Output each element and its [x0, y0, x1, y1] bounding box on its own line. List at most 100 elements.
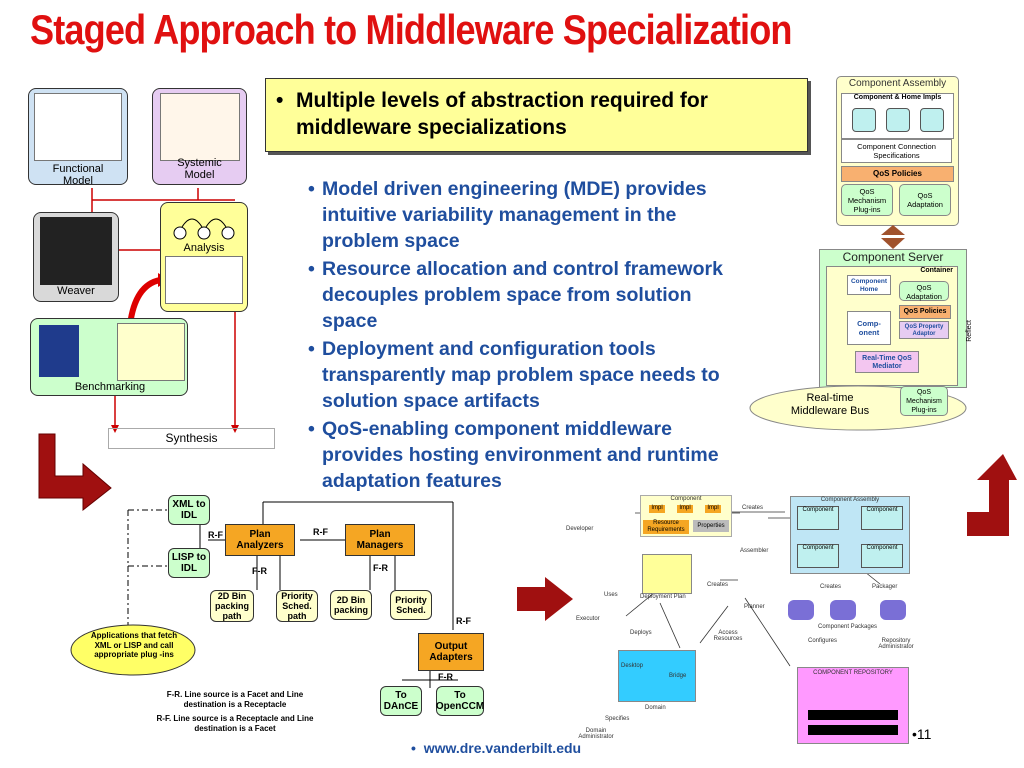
- desktop-label: Desktop: [621, 663, 644, 669]
- bullet-item: •Resource allocation and control framewo…: [308, 258, 723, 332]
- repo-slot: [808, 710, 898, 720]
- impl-box: Impl: [677, 505, 693, 513]
- qos-adaptation-box: QoS Adaptation: [899, 184, 951, 216]
- functional-model-box: Functional Model: [28, 88, 128, 187]
- planner-connectors: [127, 501, 458, 688]
- chart-icon: [39, 325, 79, 377]
- reflect-label: Reflect: [966, 320, 973, 342]
- repoadmin-label: Repository Administrator: [878, 638, 914, 650]
- repo-slot: [808, 725, 898, 735]
- model-diagram-image: [159, 93, 240, 161]
- container-box: Container Component Home QoS Adaptation …: [826, 266, 958, 386]
- bridge-label: Bridge: [669, 673, 687, 679]
- deploy-assembly-box: Component Assembly Component Component C…: [790, 496, 910, 574]
- analysis-label: Analysis: [183, 242, 225, 254]
- qos-policies-box: QoS Policies: [899, 305, 951, 319]
- plan-managers-box: Plan Managers: [345, 524, 415, 556]
- output-adapters-box: Output Adapters: [418, 633, 484, 671]
- configures-label: Configures: [808, 638, 838, 644]
- bullet-dot: •: [276, 89, 284, 112]
- component-label: Component: [670, 496, 702, 502]
- plan-analyzers-box: Plan Analyzers: [225, 524, 295, 556]
- component-assembly-panel: Component Assembly Component & Home Impl…: [836, 76, 959, 226]
- legend-fr: F-R. Line source is a Facet and Line des…: [166, 690, 304, 709]
- creates-label: Creates: [820, 584, 842, 590]
- fr-label: F-R: [438, 672, 453, 682]
- specifies-label: Specifies: [605, 716, 630, 722]
- package-icon: [880, 600, 906, 620]
- plan-label: Deployment Plan: [640, 594, 686, 600]
- systemic-model-box: Systemic Model: [152, 88, 247, 185]
- benchmarking-label: Benchmarking: [74, 381, 146, 393]
- bus-label: Real-time Middleware Bus: [790, 392, 870, 417]
- lisp-to-idl-box: LISP to IDL: [168, 548, 210, 578]
- to-openccm-box: To OpenCCM: [436, 686, 484, 716]
- comp-box: Component: [861, 544, 903, 568]
- cloud-label: Applications that fetch XML or LISP and …: [90, 631, 178, 659]
- uses-label: Uses: [604, 592, 618, 598]
- planner-label: Planner: [744, 604, 765, 610]
- callout-text: Multiple levels of abstraction required …: [296, 89, 708, 139]
- creates-label: Creates: [707, 582, 729, 588]
- connection-spec-box: Component Connection Specifications: [841, 139, 952, 163]
- bullet-item: •Deployment and configuration tools tran…: [308, 338, 720, 412]
- domain-label: Domain: [645, 705, 666, 711]
- benchmarking-box: Benchmarking: [30, 318, 188, 396]
- developer-label: Developer: [566, 526, 594, 532]
- functional-label: Functional Model: [52, 163, 104, 187]
- component-icon: [852, 108, 876, 132]
- component-home-box: Component Home: [847, 275, 891, 295]
- rf-label: R-F: [456, 616, 471, 626]
- assembly-title: Component Assembly: [848, 78, 947, 89]
- fr-label: F-R: [373, 563, 388, 573]
- domain-box: Desktop Bridge: [618, 650, 696, 702]
- bullet-item: •Model driven engineering (MDE) provides…: [308, 178, 707, 252]
- rf-label: R-F: [208, 530, 223, 540]
- deployment-plan-folder-icon: [642, 554, 692, 594]
- resource-req-box: Resource Requirements: [643, 520, 689, 534]
- synthesis-box: Synthesis: [108, 428, 275, 449]
- model-diagram-image: [34, 93, 122, 161]
- deploy-component-box: Component Impl Impl Impl Resource Requir…: [640, 495, 732, 537]
- callout-box: • Multiple levels of abstraction require…: [265, 78, 808, 152]
- weaver-box: Weaver: [33, 212, 119, 302]
- assembler-label: Assembler: [740, 548, 769, 554]
- qos-mechanism-box: QoS Mechanism Plug-ins: [841, 184, 893, 216]
- repository-box: COMPONENT REPOSITORY: [797, 667, 909, 744]
- xml-to-idl-box: XML to IDL: [168, 495, 210, 525]
- systemic-label: Systemic Model: [177, 157, 222, 181]
- red-bend-arrow-left: [38, 433, 112, 512]
- creates-label: Creates: [742, 505, 764, 511]
- priority-sched-path-box: Priority Sched. path: [276, 590, 318, 622]
- xml-snippet-image: [117, 323, 185, 381]
- weaver-label: Weaver: [57, 285, 95, 297]
- bullet-list: •Model driven engineering (MDE) provides…: [308, 176, 748, 496]
- weaver-image: [40, 217, 112, 285]
- to-dance-box: To DAnCE: [380, 686, 422, 716]
- bin-packing-path-box: 2D Bin packing path: [210, 590, 254, 622]
- impl-box: Impl: [705, 505, 721, 513]
- access-label: Access Resources: [713, 630, 743, 642]
- applications-cloud: [70, 624, 196, 676]
- double-arrow-icon: [881, 225, 905, 249]
- priority-sched-box: Priority Sched.: [390, 590, 432, 620]
- analysis-box: Analysis: [160, 202, 248, 312]
- executor-label: Executor: [576, 616, 600, 622]
- rf-label: R-F: [313, 527, 328, 537]
- package-icon: [788, 600, 814, 620]
- component-box: Comp-onent: [847, 311, 891, 345]
- footer-link[interactable]: www.dre.vanderbilt.edu: [423, 740, 582, 756]
- qos-policies-box: QoS Policies: [841, 166, 954, 182]
- qos-adaptation-box: QoS Adaptation: [899, 281, 949, 301]
- container-label: Container: [920, 267, 953, 274]
- comp-box: Component: [797, 506, 839, 530]
- comp-box: Component: [861, 506, 903, 530]
- fr-label: F-R: [252, 566, 267, 576]
- packages-label: Component Packages: [818, 624, 878, 630]
- page-number: •11: [912, 726, 932, 742]
- repository-label: COMPONENT REPOSITORY: [813, 670, 893, 676]
- qos-property-adaptor-box: QoS Property Adaptor: [899, 321, 949, 339]
- qos-plugins-box: QoS Mechanism Plug-ins: [900, 386, 948, 416]
- analysis-chart-image: [165, 256, 243, 304]
- footer-url[interactable]: • www.dre.vanderbilt.edu: [411, 740, 581, 756]
